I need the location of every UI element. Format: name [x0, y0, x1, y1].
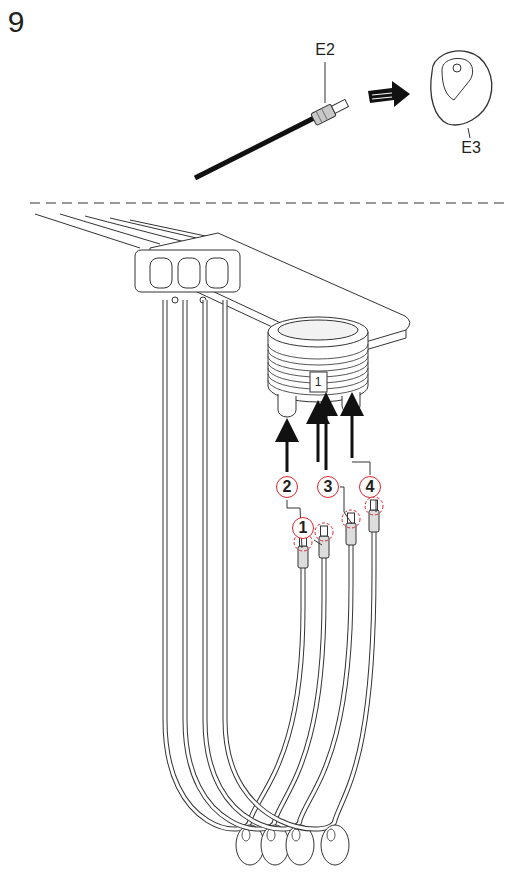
line-art: [311, 97, 350, 125]
line-art: [321, 825, 349, 865]
line-art: [369, 510, 379, 532]
line-art: [35, 214, 140, 248]
insert-arrows: [287, 404, 352, 472]
line-art: [317, 412, 320, 462]
callout-number: 3: [317, 476, 339, 498]
line-art: [130, 220, 215, 238]
line-art: [332, 99, 349, 113]
line-art: [225, 300, 374, 829]
line-art: [206, 258, 228, 288]
callout-number: 1: [292, 517, 314, 539]
callout-number: 2: [276, 476, 298, 498]
line-art: [268, 374, 368, 389]
line-art: [195, 118, 314, 178]
line-art: [172, 297, 178, 303]
line-art: [321, 108, 327, 120]
port-number: 1: [313, 376, 324, 388]
line-art: [314, 540, 322, 545]
line-art: [431, 51, 492, 125]
line-art: [346, 523, 356, 545]
line-art: [319, 536, 329, 558]
line-art: [135, 250, 240, 292]
line-art: [376, 500, 377, 512]
cable-e2: [195, 62, 350, 178]
line-art: [292, 829, 300, 841]
line-art: [150, 258, 172, 288]
callout-leaders: [287, 462, 376, 548]
line-art: [298, 546, 308, 568]
callout-number: 4: [359, 476, 381, 498]
line-art: [325, 404, 328, 470]
holder-e3: [431, 51, 492, 138]
line-art: [321, 526, 328, 536]
line-art: [325, 62, 326, 103]
line-art: [453, 64, 461, 72]
part-label: E3: [459, 139, 483, 157]
line-art: [225, 300, 374, 829]
divider: [30, 203, 505, 204]
line-art: [268, 317, 368, 347]
line-art: [242, 829, 250, 841]
line-art: [310, 372, 327, 392]
line-art: [178, 258, 200, 288]
line-art: [316, 111, 322, 123]
line-art: [85, 216, 185, 242]
line-art: [268, 344, 368, 359]
grommet: [268, 317, 368, 417]
line-art: [315, 523, 333, 541]
part-label: E2: [313, 41, 337, 59]
line-art: [351, 404, 354, 458]
line-art: [372, 93, 392, 95]
line-art: [110, 218, 205, 240]
line-art: [268, 356, 368, 371]
cables: [165, 300, 383, 865]
line-art: [372, 97, 392, 99]
line-art: [368, 81, 410, 107]
insert-arrow: [368, 81, 410, 107]
line-art: [365, 497, 383, 515]
line-art: [442, 58, 473, 100]
step-number: 9: [8, 7, 25, 37]
cable-clamp: [135, 250, 240, 303]
line-art: [327, 829, 335, 841]
line-art: [286, 430, 289, 472]
line-art: [468, 128, 470, 138]
line-art: [278, 394, 296, 417]
line-art: [278, 320, 358, 340]
line-art: [268, 344, 368, 395]
line-art: [352, 462, 370, 475]
line-art: [340, 487, 352, 524]
line-art: [268, 350, 368, 365]
